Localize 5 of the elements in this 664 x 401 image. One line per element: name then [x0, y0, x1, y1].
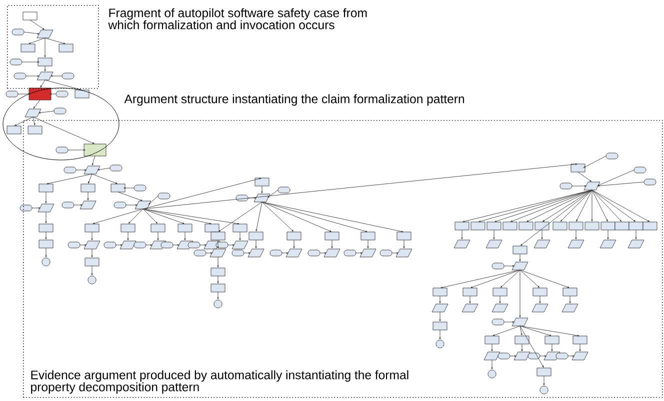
caption-text: Argument structure instantiating the claim formalization pattern	[124, 94, 464, 106]
dotted-region	[7, 5, 99, 89]
caption-text: Fragment of autopilot software safety case from which formalization and invocation occurs	[108, 8, 367, 30]
dotted-region: Evidence argument produced by automatically instantiating the formal property decomposition pattern	[23, 120, 663, 398]
ellipse-outline	[2, 88, 120, 160]
